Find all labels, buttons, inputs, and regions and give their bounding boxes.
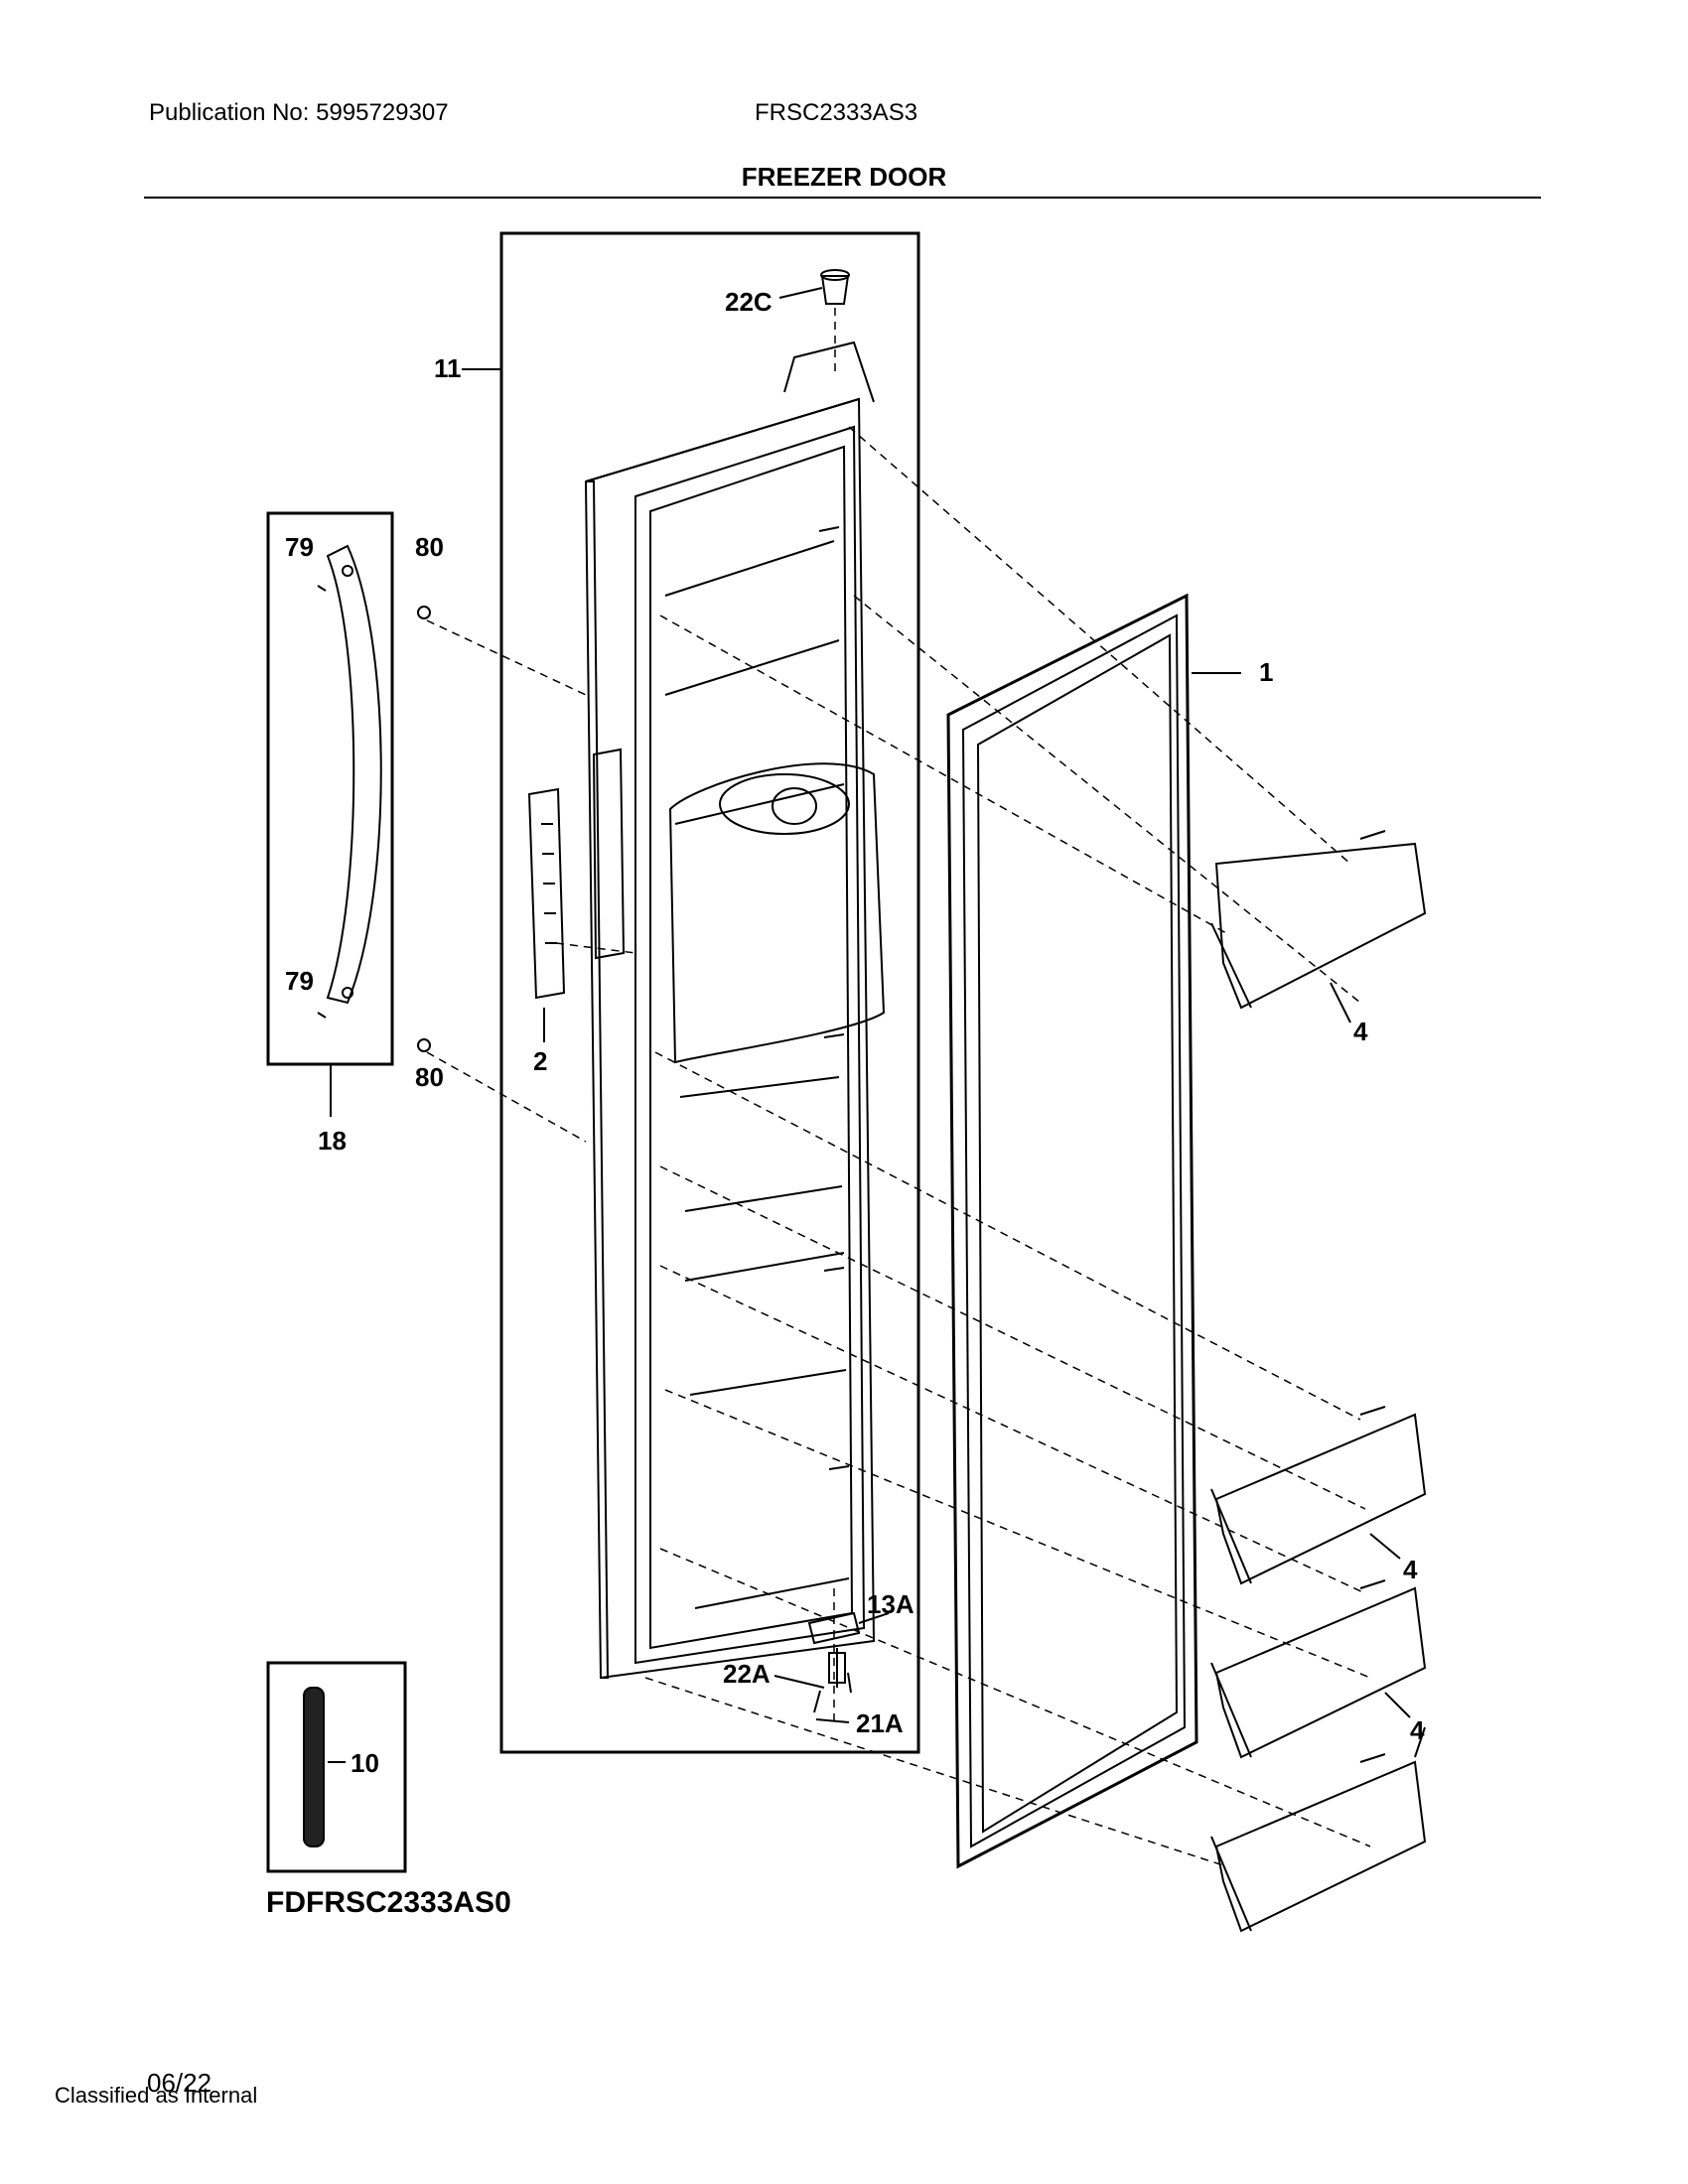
callout-1: 1	[1259, 657, 1273, 687]
ice-dispenser-housing	[668, 762, 886, 1064]
diagram-code: FDFRSC2333AS0	[266, 1886, 511, 1919]
control-panel	[527, 787, 566, 1000]
leader-21a	[815, 1718, 850, 1723]
callout-4-middle: 4	[1403, 1555, 1418, 1584]
publication-number: Publication No: 5995729307	[149, 99, 449, 126]
plug-22c	[820, 275, 850, 305]
door-bin-1	[1210, 830, 1427, 1010]
door-assembly-box	[499, 231, 920, 1754]
callout-80-top: 80	[415, 532, 444, 562]
callout-18: 18	[318, 1126, 347, 1156]
hinge-13a	[807, 1611, 861, 1645]
leader-22a	[774, 1675, 825, 1689]
callout-22a: 22A	[723, 1659, 771, 1689]
door-handle	[326, 544, 382, 1005]
leader-22c	[778, 287, 823, 299]
leader-4d	[1414, 1726, 1426, 1758]
callout-80-bottom: 80	[415, 1062, 444, 1092]
callout-79-bottom: 79	[285, 966, 314, 996]
header-divider	[144, 197, 1541, 199]
door-gasket	[946, 593, 1198, 1869]
leader-4a	[1330, 982, 1351, 1024]
callout-4-bottom: 4	[1410, 1715, 1425, 1745]
leader-4c	[1384, 1692, 1411, 1718]
revision-date: 06/22	[147, 2068, 212, 2098]
page-title: FREEZER DOOR	[741, 162, 947, 192]
callout-4-top: 4	[1353, 1017, 1368, 1046]
door-top-cap	[783, 341, 875, 403]
door-bin-3	[1210, 1579, 1427, 1759]
leader-13a	[858, 1612, 890, 1624]
callout-2: 2	[533, 1046, 547, 1076]
door-bin-2	[1210, 1406, 1427, 1585]
trim-box	[266, 1661, 407, 1873]
door-outer-frame	[584, 397, 876, 1680]
callout-13a: 13A	[867, 1589, 914, 1619]
callout-11: 11	[434, 353, 462, 383]
callout-10: 10	[351, 1748, 379, 1778]
model-number: FRSC2333AS3	[755, 99, 918, 126]
door-side-face	[586, 480, 610, 1679]
leader-4b	[1369, 1533, 1401, 1560]
callout-21a: 21A	[856, 1708, 904, 1738]
trim-strip	[303, 1687, 325, 1847]
door-bin-4	[1210, 1753, 1427, 1933]
classification-label: Classified as Internal	[55, 2083, 258, 2108]
callout-22c: 22C	[725, 287, 773, 317]
callout-79-top: 79	[285, 532, 314, 562]
